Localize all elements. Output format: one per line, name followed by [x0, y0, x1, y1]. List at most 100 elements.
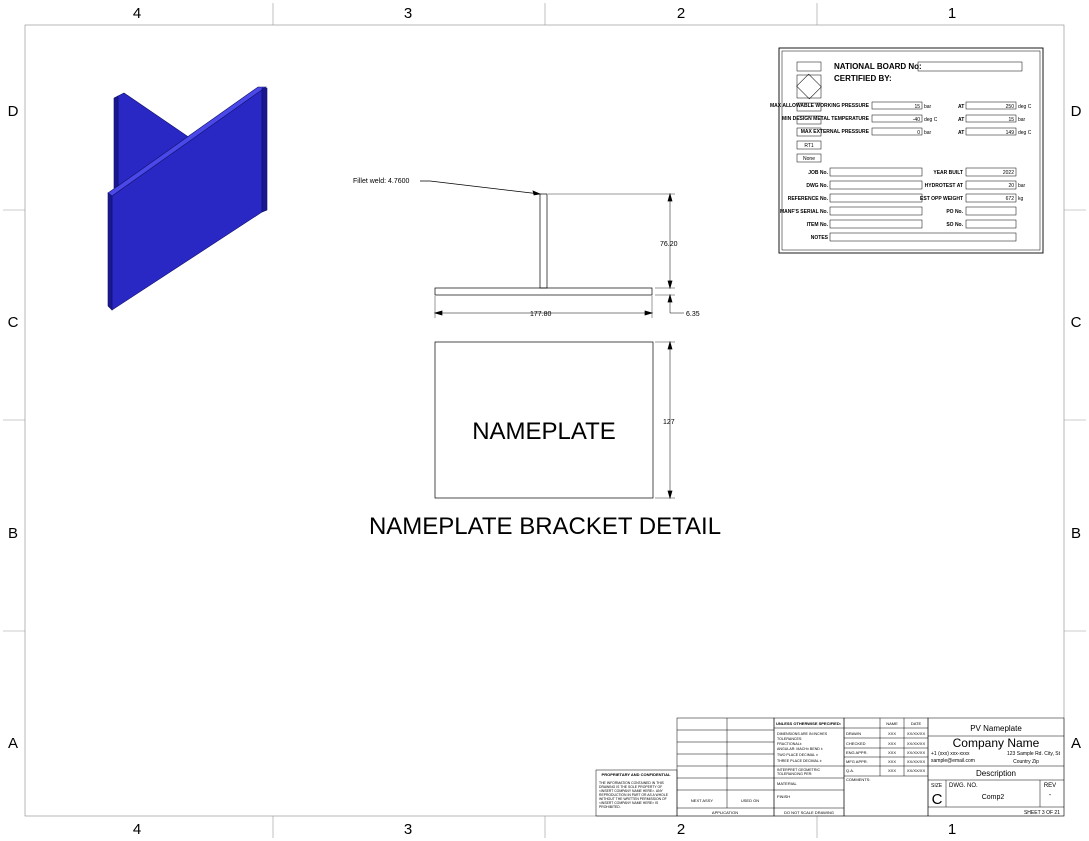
sign-date-eng: XX/XX/XX — [907, 750, 926, 755]
field-label-serial: MANF'S SERIAL No. — [780, 209, 829, 215]
zone-col-bottom-2: 3 — [404, 821, 412, 838]
geo-tol-1: INTERPRET GEOMETRIC — [777, 768, 820, 772]
no-scale-label: DO NOT SCALE DRAWING — [784, 810, 834, 815]
dim-height-text: 76.20 — [660, 241, 678, 248]
row-at-mdmt: AT — [958, 117, 964, 123]
sign-date-drawn: XX/XX/XX — [907, 731, 926, 736]
sign-role-mfg: MFG APPR. — [846, 759, 868, 764]
field-label-job: JOB No. — [808, 170, 828, 176]
sign-name-eng: XXX — [888, 750, 896, 755]
zone-labels: 4 3 2 1 4 3 2 1 D C B A D C B A — [8, 5, 1082, 838]
proprietary-line-4: REPRODUCTION IN PART OR AS A WHOLE — [599, 793, 669, 797]
row-unit-mep: bar — [924, 130, 932, 136]
sign-role-checked: CHECKED — [846, 741, 866, 746]
name-header: NAME — [886, 721, 898, 726]
fillet-arrow — [532, 190, 542, 196]
tol-line-6: THREE PLACE DECIMAL ± — [777, 759, 822, 763]
company-email: sample@email.com — [931, 758, 975, 764]
nameplate-face — [778, 47, 1044, 254]
field-value-year: 2022 — [1003, 170, 1014, 176]
row-tempunit-mdmt: bar — [1018, 117, 1026, 123]
fillet-leader — [420, 180, 541, 195]
row-tempunit-mawp: deg C — [1018, 104, 1032, 110]
field-label-so: SO No. — [946, 222, 963, 228]
stamp-box — [796, 74, 822, 99]
row-at-mawp: AT — [958, 104, 964, 110]
company-address-2: Country Zip — [1013, 759, 1039, 765]
zone-row-left-2: C — [8, 314, 19, 331]
row-label-mdmt: MIN DESIGN METAL TEMPERATURE — [782, 116, 870, 122]
dwg-no-label: DWG. NO. — [949, 783, 978, 789]
board-no-label: NATIONAL BOARD No: — [834, 62, 922, 71]
proprietary-line-7: PROHIBITED. — [599, 805, 621, 809]
row-value-mep: 0 — [917, 130, 920, 136]
size-value: C — [932, 791, 943, 808]
bracket-plate-right — [261, 87, 268, 213]
zone-row-right-2: C — [1071, 314, 1082, 331]
field-value-hydrotest: 20 — [1008, 183, 1014, 189]
row-unit-mdmt: deg C — [924, 117, 938, 123]
field-label-reference: REFERENCE No. — [788, 196, 829, 202]
tol-line-3: FRACTIONAL± — [777, 742, 802, 746]
sign-name-mfg: XXX — [888, 759, 896, 764]
row-value-mdmt: -40 — [913, 117, 920, 123]
zone-col-top-1: 4 — [133, 5, 141, 22]
field-unit-hydrotest: bar — [1018, 183, 1026, 189]
bracket-web-edge — [113, 95, 119, 189]
row-label-mawp: MAX ALLOWABLE WORKING PRESSURE — [770, 103, 870, 109]
sign-name-drawn: XXX — [888, 731, 896, 736]
tol-line-5: TWO PLACE DECIMAL ± — [777, 753, 818, 757]
company-name: Company Name — [953, 736, 1040, 750]
tol-line-1: DIMENSIONS ARE IN INCHES — [777, 732, 828, 736]
zone-row-left-4: A — [8, 735, 18, 752]
sign-role-eng: ENG APPR. — [846, 750, 868, 755]
zone-row-right-4: A — [1071, 735, 1081, 752]
field-label-po: PO No. — [946, 209, 963, 215]
tol-line-2: TOLERANCES: — [777, 737, 802, 741]
sign-name-checked: XXX — [888, 741, 896, 746]
zone-col-bottom-3: 2 — [677, 821, 685, 838]
sheet-number: SHEET 3 OF 21 — [1024, 810, 1060, 816]
row-temp-mawp: 250 — [1006, 104, 1015, 110]
fillet-weld-note: Fillet weld: 4.7600 — [353, 178, 410, 185]
dim-width-text: 177.80 — [530, 311, 552, 318]
field-label-year: YEAR BUILT — [933, 170, 963, 176]
field-value-weight: 672 — [1006, 196, 1015, 202]
row-value-mawp: 15 — [914, 104, 920, 110]
sign-role-qa: Q.A. — [846, 768, 854, 773]
row-temp-mep: 149 — [1006, 130, 1015, 136]
title-block-lines — [595, 717, 1065, 817]
proprietary-line-1: THE INFORMATION CONTAINED IN THIS — [599, 781, 665, 785]
rev-value: - — [1049, 792, 1052, 799]
used-on-label: USED ON — [741, 798, 759, 803]
proprietary-line-2: DRAWING IS THE SOLE PROPERTY OF — [599, 785, 662, 789]
dim-thickness-leader — [669, 297, 684, 314]
proprietary-line-3: <INSERT COMPANY NAME HERE>. ANY — [599, 789, 664, 793]
plate-label: NAMEPLATE — [472, 418, 616, 445]
field-label-item: ITEM No. — [807, 222, 829, 228]
row-unit-mawp: bar — [924, 104, 932, 110]
description: Description — [976, 769, 1016, 778]
row-label-mep: MAX EXTERNAL PRESSURE — [801, 129, 870, 135]
section-view-labels: Fillet weld: 4.7600 76.20 177.80 6.35 — [353, 178, 700, 318]
tol-line-4: ANGULAR: MACH± BEND ± — [777, 747, 823, 751]
rev-label: REV — [1044, 783, 1056, 789]
size-label: SIZE — [931, 783, 943, 789]
material-label: MATERIAL — [777, 781, 797, 786]
none-box-text: None — [803, 156, 815, 162]
next-assy-label: NEXT ASSY — [691, 798, 713, 803]
finish-label: FINISH — [777, 794, 790, 799]
section-plate — [434, 287, 653, 296]
drawing-title: PV Nameplate — [970, 724, 1022, 733]
detail-title: NAMEPLATE BRACKET DETAIL — [369, 513, 721, 540]
plate-view — [434, 340, 675, 500]
zone-col-top-4: 1 — [948, 5, 956, 22]
field-label-hydrotest: HYDROTEST AT — [925, 183, 963, 189]
zone-col-top-3: 2 — [677, 5, 685, 22]
sign-date-qa: XX/XX/XX — [907, 768, 926, 773]
proprietary-line-6: <INSERT COMPANY NAME HERE> IS — [599, 801, 659, 805]
zone-col-bottom-1: 4 — [133, 821, 141, 838]
unless-specified: UNLESS OTHERWISE SPECIFIED: — [776, 721, 841, 726]
zone-col-bottom-4: 1 — [948, 821, 956, 838]
